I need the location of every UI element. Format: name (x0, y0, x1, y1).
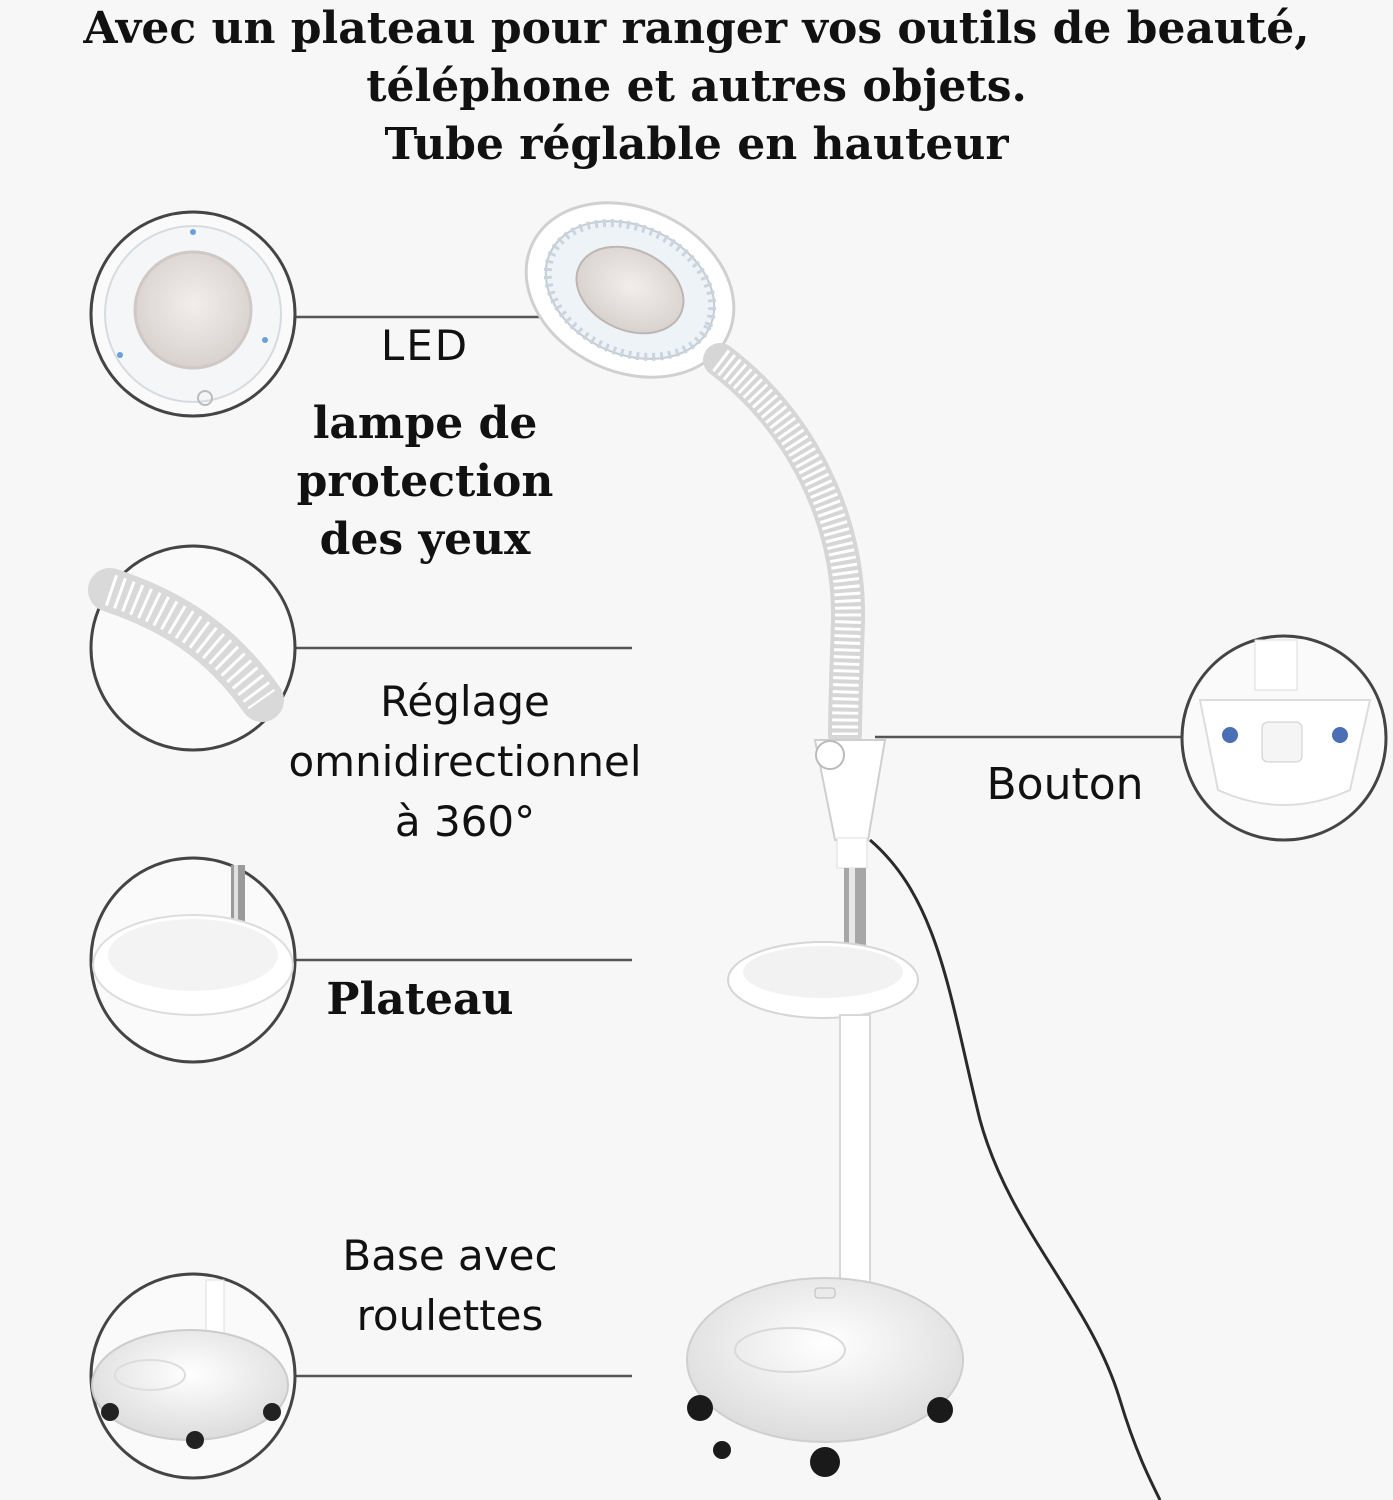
tray-label: Plateau (326, 974, 514, 1025)
detail-circle-button (1180, 634, 1388, 842)
led-description-line-2: protection (296, 456, 554, 507)
lamp (524, 201, 1162, 1500)
headline-line-3: Tube réglable en hauteur (384, 119, 1009, 170)
lamp-base (686, 1277, 964, 1443)
led-description-line-1: lampe de (312, 398, 538, 449)
tube-label-line-2: omnidirectionnel (288, 737, 642, 786)
power-cord (869, 838, 1162, 1500)
lamp-head (524, 201, 736, 379)
base-label-line-1: Base avec (342, 1231, 558, 1280)
button-label: Bouton (986, 759, 1144, 810)
headline-line-1: Avec un plateau pour ranger vos outils d… (83, 3, 1310, 54)
led-description-line-3: des yeux (319, 514, 531, 565)
detail-circle-tube (88, 544, 297, 752)
led-label: LED (380, 321, 470, 370)
callout-lines (292, 315, 1186, 1378)
tube-label-line-3: à 360° (394, 797, 536, 846)
detail-circle-led (89, 210, 297, 418)
headline: Avec un plateau pour ranger vos outils d… (0, 0, 1393, 174)
base-label: Base avec roulettes (300, 1226, 600, 1346)
base-label-line-2: roulettes (356, 1291, 544, 1340)
detail-circle-tray (89, 856, 297, 1064)
headline-line-2: téléphone et autres objets. (366, 61, 1027, 112)
tube-label-line-1: Réglage (380, 677, 550, 726)
detail-circle-base (89, 1272, 297, 1480)
tube-label: Réglage omnidirectionnel à 360° (235, 672, 695, 852)
led-description: lampe de protection des yeux (255, 395, 595, 569)
